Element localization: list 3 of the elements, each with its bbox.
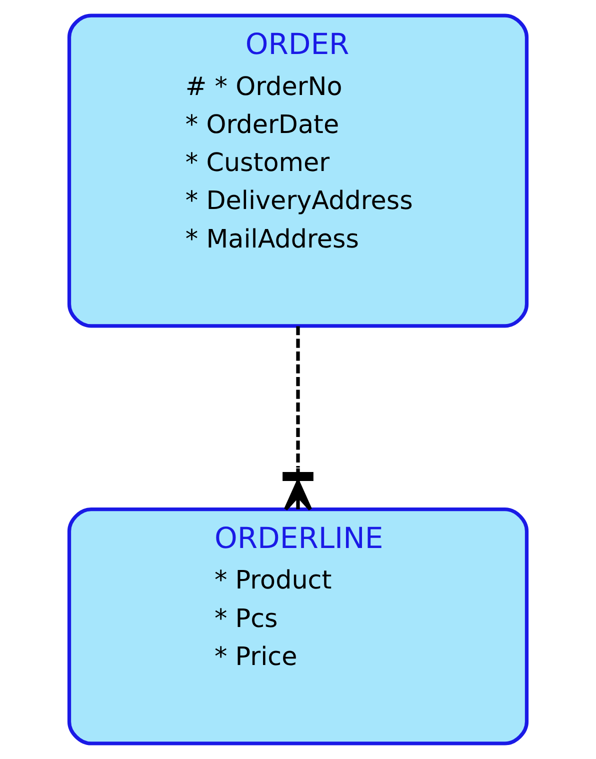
node-box: ORDER # * OrderNo * OrderDate * Customer * DeliveryAddress * MailAddress <box>67 14 529 328</box>
connector <box>282 326 314 511</box>
node-box: ORDERLINE * Product * Pcs * Price <box>67 507 529 746</box>
